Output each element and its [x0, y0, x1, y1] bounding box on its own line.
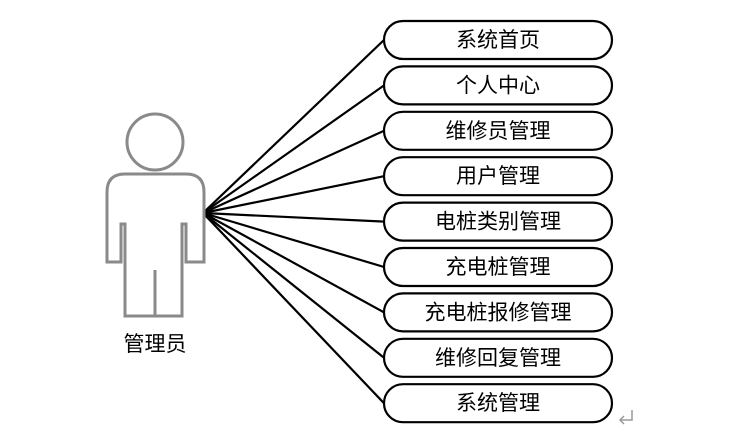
use-case-label: 系统首页 — [456, 28, 540, 52]
use-case-label: 电桩类别管理 — [435, 210, 561, 234]
association-line-home — [202, 39, 385, 214]
use-case-pile-category: 电桩类别管理 — [382, 201, 614, 242]
use-case-list: 系统首页个人中心维修员管理用户管理电桩类别管理充电桩管理充电桩报修管理维修回复管… — [382, 19, 614, 424]
use-case-home: 系统首页 — [382, 19, 614, 61]
association-lines — [202, 39, 385, 404]
use-case-box — [382, 246, 614, 288]
use-case-box — [382, 201, 614, 242]
use-case-box — [382, 292, 614, 333]
use-case-label: 系统管理 — [456, 391, 540, 415]
association-line-repairman — [202, 129, 385, 215]
use-case-label: 充电桩管理 — [446, 255, 551, 279]
use-case-box — [382, 156, 614, 197]
actor-admin: 管理员 — [105, 112, 206, 356]
actor-label: 管理员 — [124, 332, 187, 356]
person-icon — [105, 112, 206, 318]
association-line-system — [202, 212, 385, 404]
association-line-pile-category — [202, 211, 385, 223]
use-case-label: 维修回复管理 — [435, 346, 561, 370]
use-case-box — [382, 19, 614, 61]
use-case-repairman: 维修员管理 — [382, 110, 614, 151]
use-case-system: 系统管理 — [382, 383, 614, 424]
use-case-profile: 个人中心 — [382, 65, 614, 106]
paragraph-mark-icon — [618, 410, 633, 425]
association-line-pile-repair — [202, 212, 385, 314]
use-case-pile-repair: 充电桩报修管理 — [382, 292, 614, 333]
use-case-box — [382, 383, 614, 424]
use-case-label: 充电桩报修管理 — [425, 300, 572, 324]
use-case-box — [382, 65, 614, 106]
use-case-label: 用户管理 — [456, 164, 540, 188]
association-line-repair-reply — [202, 212, 385, 359]
use-case-label: 个人中心 — [456, 73, 540, 97]
association-line-profile — [202, 84, 385, 214]
use-case-box — [382, 337, 614, 378]
association-line-charging-pile — [202, 211, 385, 269]
use-case-repair-reply: 维修回复管理 — [382, 337, 614, 378]
use-case-user: 用户管理 — [382, 156, 614, 197]
association-line-user — [202, 175, 385, 215]
use-case-label: 维修员管理 — [446, 119, 551, 143]
use-case-charging-pile: 充电桩管理 — [382, 246, 614, 288]
use-case-box — [382, 110, 614, 151]
